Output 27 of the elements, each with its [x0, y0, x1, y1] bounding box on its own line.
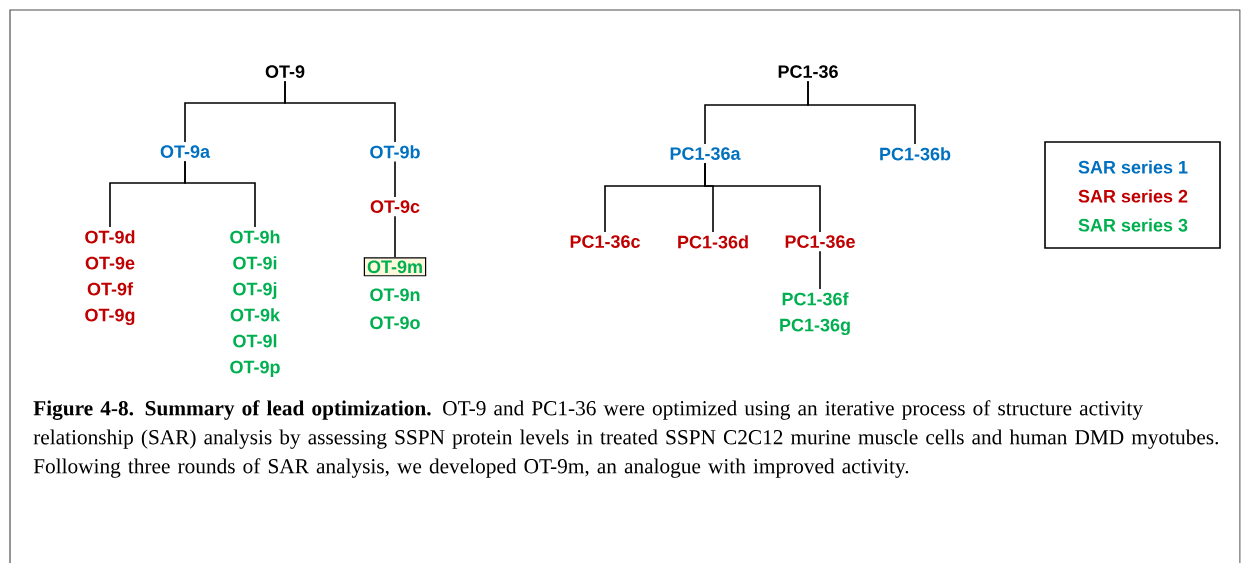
compound-label: PC1-36b: [880, 147, 951, 161]
compound-box: OT-9m OT-9n OT-9o: [363, 257, 427, 330]
node-label: OT-9o: [370, 316, 420, 330]
compound-label: PC1-36c: [570, 235, 640, 248]
compound-label: OT-9: [265, 65, 305, 78]
compound-label: OT-9d OT-9e OT-9f OT-9g: [85, 230, 135, 326]
legend-entry: SAR series 2: [1078, 189, 1188, 203]
tree-connector: [819, 250, 821, 290]
legend-entry: SAR series 3: [1078, 218, 1188, 232]
compound-label: OT-9b: [370, 145, 420, 159]
compound-label: OT-9h OT-9i OT-9j OT-9k OT-9l OT-9p: [230, 230, 281, 377]
figure-caption: Figure 4-8. Summary of lead optimization. OT-9 and PC1-36 were optimized using an iterative process of structure activity relationship (SAR) analysis by assessing SSPN protein levels in treated SSPN C2C12 murine muscle cells and human DMD myotubes. Following three rounds of SAR analysis, we developed OT-9m, an analogue with improved activity.: [33, 400, 1219, 478]
tree-connector: [394, 215, 396, 258]
compound-label: OT-9c: [370, 200, 420, 213]
tree-connector: [704, 162, 821, 233]
compound-label: OT-9a: [160, 145, 211, 158]
tree-connector: [284, 80, 396, 143]
tree-connector: [807, 80, 916, 145]
compound-label: PC1-36f PC1-36g: [780, 292, 850, 336]
compound-label: PC1-36d: [678, 235, 748, 249]
legend-entry: SAR series 1: [1078, 160, 1188, 174]
tree-connector: [394, 160, 396, 198]
node-label: OT-9n: [370, 288, 420, 302]
compound-label: PC1-36e: [785, 235, 855, 248]
compound-label: PC1-36: [778, 65, 838, 78]
compound-label: PC1-36a: [670, 147, 741, 160]
tree-connector: [184, 160, 256, 228]
